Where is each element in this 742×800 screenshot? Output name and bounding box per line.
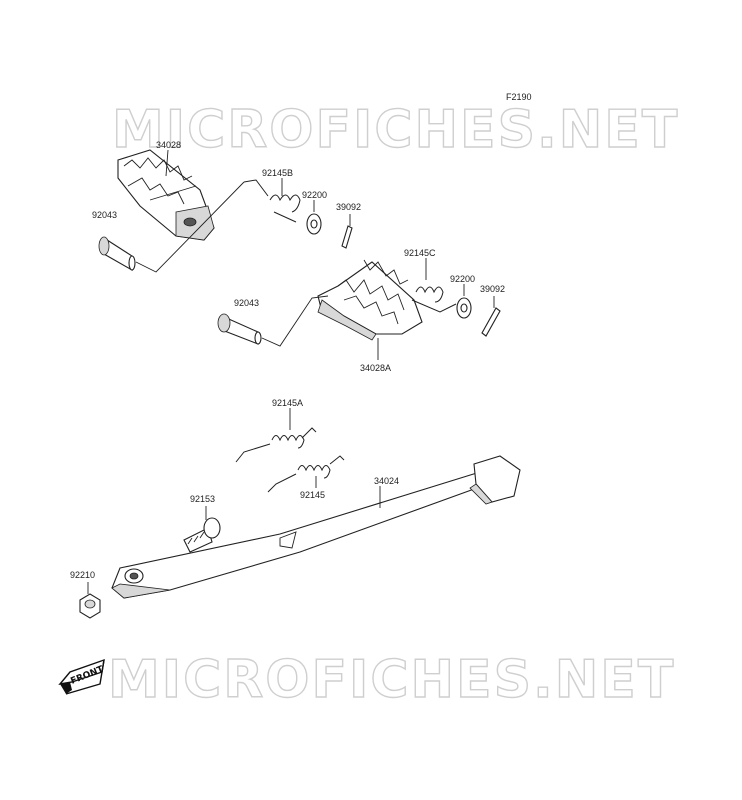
label-92210: 92210 (70, 570, 95, 580)
label-34028A: 34028A (360, 363, 391, 373)
bolt-92153 (183, 517, 221, 553)
pin-92043-mid (217, 313, 262, 345)
watermark-top: MICROFICHES.NET (112, 100, 679, 160)
leader-34028 (165, 149, 169, 177)
label-92200-mid: 92200 (450, 274, 475, 284)
front-arrow-icon: FRONT (58, 658, 106, 695)
watermark-bottom: MICROFICHES.NET (108, 650, 675, 710)
leader-pin-mid (261, 295, 329, 347)
spring-92145C (411, 286, 457, 313)
leader-pin-top (135, 181, 245, 273)
label-92200-top: 92200 (302, 190, 327, 200)
spring-92145B (243, 179, 301, 223)
label-92153: 92153 (190, 494, 215, 504)
label-34028: 34028 (156, 140, 181, 150)
label-92043-top: 92043 (92, 210, 117, 220)
footpeg-left (117, 149, 215, 241)
label-92145C: 92145C (404, 248, 436, 258)
label-39092-top: 39092 (336, 202, 361, 212)
label-92145B: 92145B (262, 168, 293, 178)
footpeg-right (317, 259, 423, 341)
label-92145: 92145 (300, 490, 325, 500)
label-39092-mid: 39092 (480, 284, 505, 294)
figure-code: F2190 (506, 92, 532, 102)
label-34024: 34024 (374, 476, 399, 486)
label-92043-mid: 92043 (234, 298, 259, 308)
cotter-39092-mid (481, 307, 501, 337)
cotter-39092-top (341, 225, 353, 249)
spring-92145A (235, 427, 317, 463)
nut-92210 (79, 593, 101, 619)
label-92145A: 92145A (272, 398, 303, 408)
spring-92145 (267, 455, 345, 493)
side-stand-34024 (111, 455, 521, 599)
pin-92043-top (98, 236, 136, 271)
